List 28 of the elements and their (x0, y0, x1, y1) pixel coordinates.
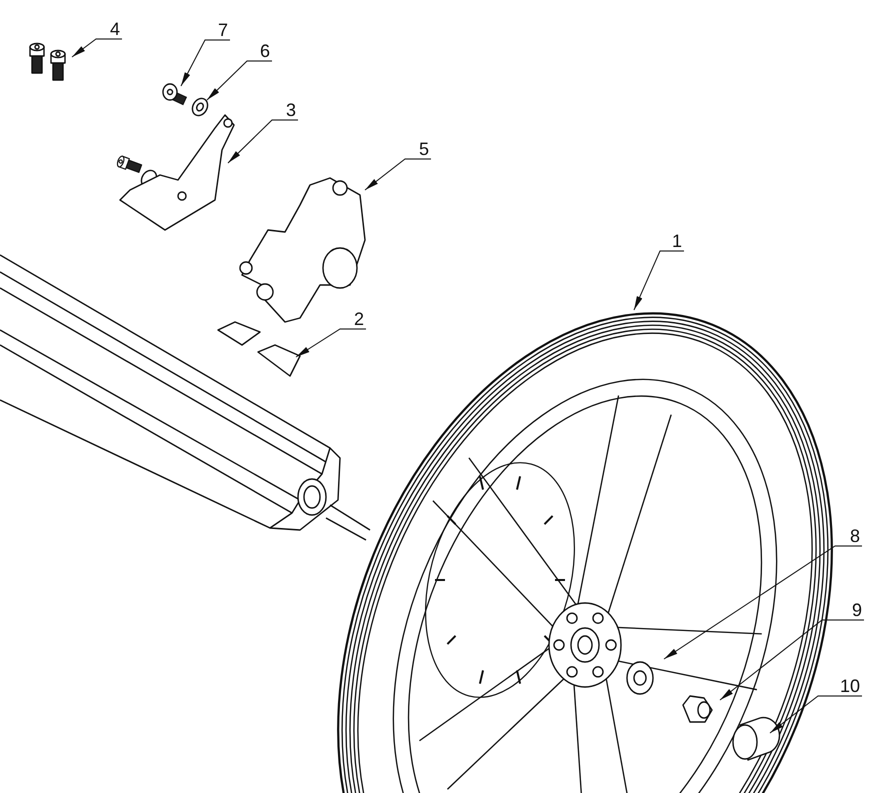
callout-number: 6 (260, 41, 270, 61)
leader-line (180, 40, 230, 86)
bracket-drawing (119, 114, 235, 231)
leader-line (770, 696, 862, 734)
callout-number: 5 (418, 139, 429, 159)
end-cap-drawing (732, 716, 780, 761)
callout-number: 1 (672, 231, 682, 251)
callout-number: 7 (218, 20, 228, 40)
bolt-pair-drawing (29, 42, 66, 81)
brake-caliper-drawing (239, 177, 366, 323)
callout-number: 4 (110, 19, 120, 39)
washer-drawing (192, 98, 208, 116)
leader-line (720, 620, 864, 700)
callout-number: 9 (852, 600, 862, 620)
leader-line (364, 158, 432, 190)
leader-line (634, 250, 684, 310)
callout-number: 10 (840, 676, 860, 696)
leader-line (664, 546, 862, 660)
leader-line (72, 38, 122, 58)
leader-line (206, 60, 272, 100)
callout-number: 2 (354, 309, 364, 329)
callout-number: 3 (286, 100, 296, 120)
wheel-drawing (337, 312, 833, 793)
bolt-drawing (162, 83, 188, 106)
leader-line (296, 328, 366, 358)
brake-pads-drawing (217, 321, 301, 377)
callout-number: 8 (850, 526, 860, 546)
leader-line (228, 120, 298, 164)
